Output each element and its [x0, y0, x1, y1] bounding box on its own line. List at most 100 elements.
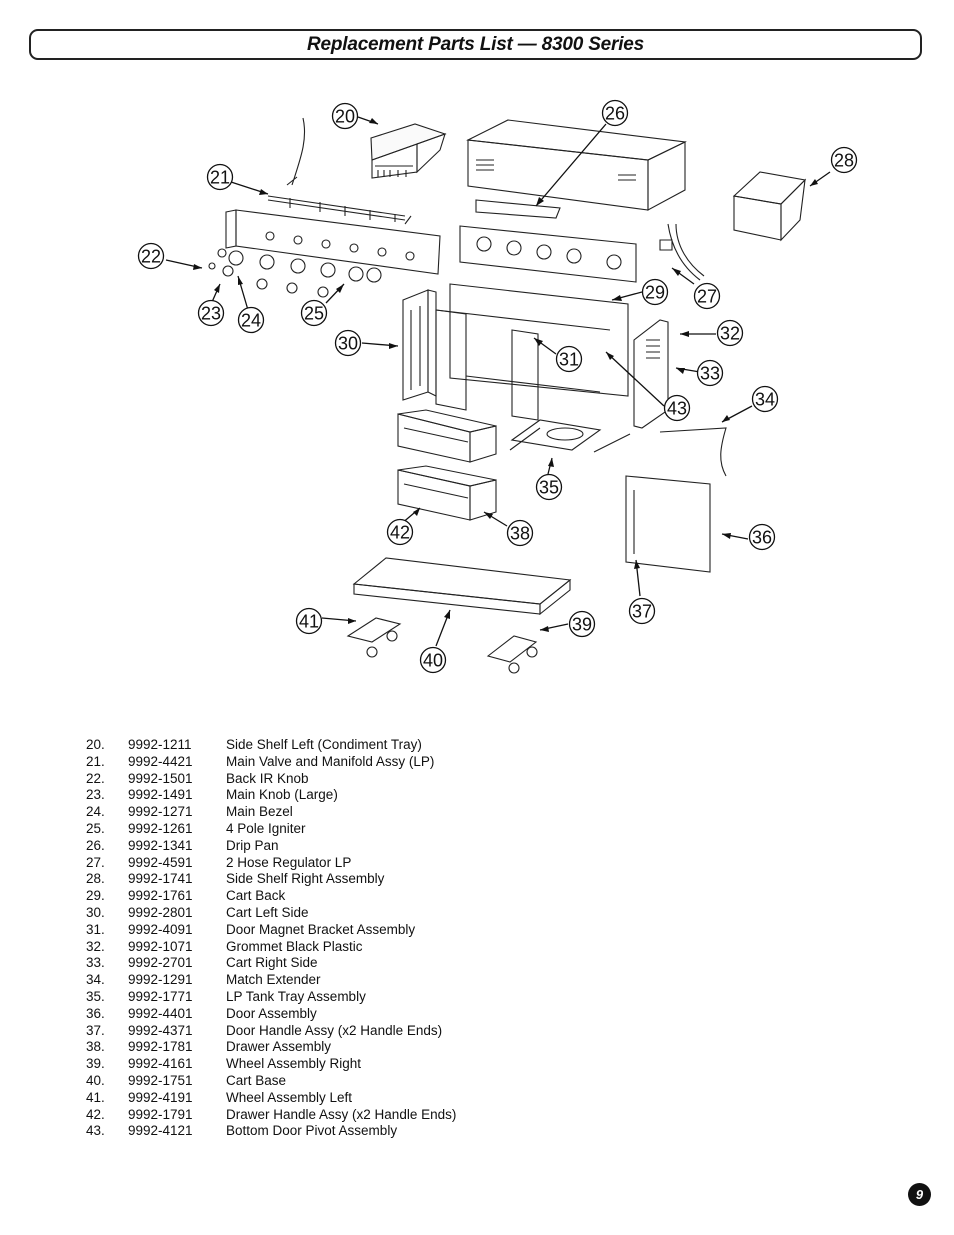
parts-list-row: 28. 9992-1741 Side Shelf Right Assembly [86, 871, 456, 888]
cart-back-drawing [449, 283, 629, 397]
callout-41: 41 [295, 607, 323, 635]
item-number: 35. [86, 988, 105, 1004]
item-number: 20. [86, 737, 105, 752]
item-number: 33. [86, 955, 105, 971]
callout-label: 21 [210, 167, 230, 187]
callout-31: 31 [555, 345, 583, 373]
firebox-drawing [466, 119, 687, 219]
item-number: 39. [86, 1056, 105, 1072]
part-description: Drip Pan [226, 837, 279, 853]
parts-list-row: 40. 9992-1751 Cart Base [86, 1073, 456, 1090]
page-number-badge: 9 [908, 1183, 931, 1206]
cart-left-side-drawing [402, 289, 437, 401]
title-banner: Replacement Parts List — 8300 Series [29, 29, 922, 60]
leader-lines [165, 116, 831, 647]
side-shelf-left-drawing [370, 123, 447, 179]
manifold-drawing [267, 117, 412, 225]
callout-label: 43 [667, 398, 687, 418]
item-number: 43. [86, 1123, 105, 1139]
part-description: Back IR Knob [226, 770, 309, 786]
part-number: 9992-1071 [128, 938, 193, 954]
item-number: 32. [86, 938, 105, 954]
part-description: Side Shelf Right Assembly [226, 871, 385, 887]
part-number: 9992-2701 [128, 955, 193, 971]
callout-23: 23 [197, 299, 225, 327]
parts-list-row: 33. 9992-2701 Cart Right Side [86, 955, 456, 972]
item-number: 37. [86, 1022, 105, 1038]
cart-right-side-drawing [633, 319, 669, 429]
part-number: 9992-4371 [128, 1022, 193, 1038]
part-description: Wheel Assembly Right [226, 1056, 362, 1072]
parts-list: 20. 9992-1211 Side Shelf Left (Condiment T… [86, 737, 456, 1140]
callout-label: 20 [335, 106, 355, 126]
callout-35: 35 [535, 473, 563, 501]
part-number: 9992-4421 [128, 753, 193, 769]
callout-label: 42 [390, 522, 410, 542]
part-number: 9992-2801 [128, 904, 193, 920]
knobs-drawing [222, 250, 382, 298]
exploded-parts-diagram: 2021222324252627282930313233343536373839… [137, 99, 858, 674]
item-number: 42. [86, 1106, 105, 1122]
callout-20: 20 [331, 102, 359, 130]
part-description: Door Magnet Bracket Assembly [226, 921, 416, 937]
part-number: 9992-1751 [128, 1072, 193, 1088]
callout-label: 35 [539, 477, 559, 497]
part-description: Side Shelf Left (Condiment Tray) [226, 737, 422, 752]
part-description: Cart Back [226, 888, 286, 904]
part-number: 9992-1761 [128, 888, 193, 904]
part-description: 2 Hose Regulator LP [226, 854, 352, 870]
callout-34: 34 [751, 385, 779, 413]
side-shelf-right-drawing [732, 171, 807, 242]
part-number: 9992-1741 [128, 871, 193, 887]
callout-label: 33 [700, 363, 720, 383]
callout-label: 27 [697, 286, 717, 306]
callout-32: 32 [716, 319, 744, 347]
item-number: 23. [86, 787, 105, 803]
callout-label: 36 [752, 527, 772, 547]
callout-21: 21 [206, 163, 234, 191]
regulator-drawing [659, 223, 705, 281]
item-number: 36. [86, 1005, 105, 1021]
main-bezel-drawing [208, 209, 441, 275]
callout-label: 34 [755, 389, 775, 409]
callout-label: 22 [141, 246, 161, 266]
item-number: 31. [86, 921, 105, 937]
callout-33: 33 [696, 359, 724, 387]
part-number: 9992-1211 [128, 737, 192, 752]
item-number: 30. [86, 904, 105, 920]
parts-list-row: 30. 9992-2801 Cart Left Side [86, 905, 456, 922]
callout-27: 27 [693, 282, 721, 310]
door-drawing [625, 475, 711, 573]
callout-label: 40 [423, 650, 443, 670]
part-description: Cart Base [226, 1072, 287, 1088]
item-number: 40. [86, 1072, 105, 1088]
part-description: Wheel Assembly Left [226, 1089, 353, 1105]
item-number: 28. [86, 871, 105, 887]
callout-label: 28 [834, 150, 854, 170]
part-description: Cart Right Side [226, 955, 318, 971]
part-number: 9992-1291 [128, 972, 193, 988]
callout-39: 39 [568, 610, 596, 638]
control-panel-drawing [459, 225, 637, 283]
part-description: Cart Left Side [226, 904, 309, 920]
part-description: Main Valve and Manifold Assy (LP) [226, 753, 435, 769]
part-description: LP Tank Tray Assembly [226, 988, 366, 1004]
parts-list-row: 20. 9992-1211 Side Shelf Left (Condiment T… [86, 737, 456, 754]
item-number: 22. [86, 770, 105, 786]
callout-37: 37 [628, 597, 656, 625]
part-number: 9992-4121 [128, 1123, 193, 1139]
callout-label: 37 [632, 601, 652, 621]
part-description: Drawer Handle Assy (x2 Handle Ends) [226, 1106, 457, 1122]
part-description: Door Assembly [226, 1005, 317, 1021]
